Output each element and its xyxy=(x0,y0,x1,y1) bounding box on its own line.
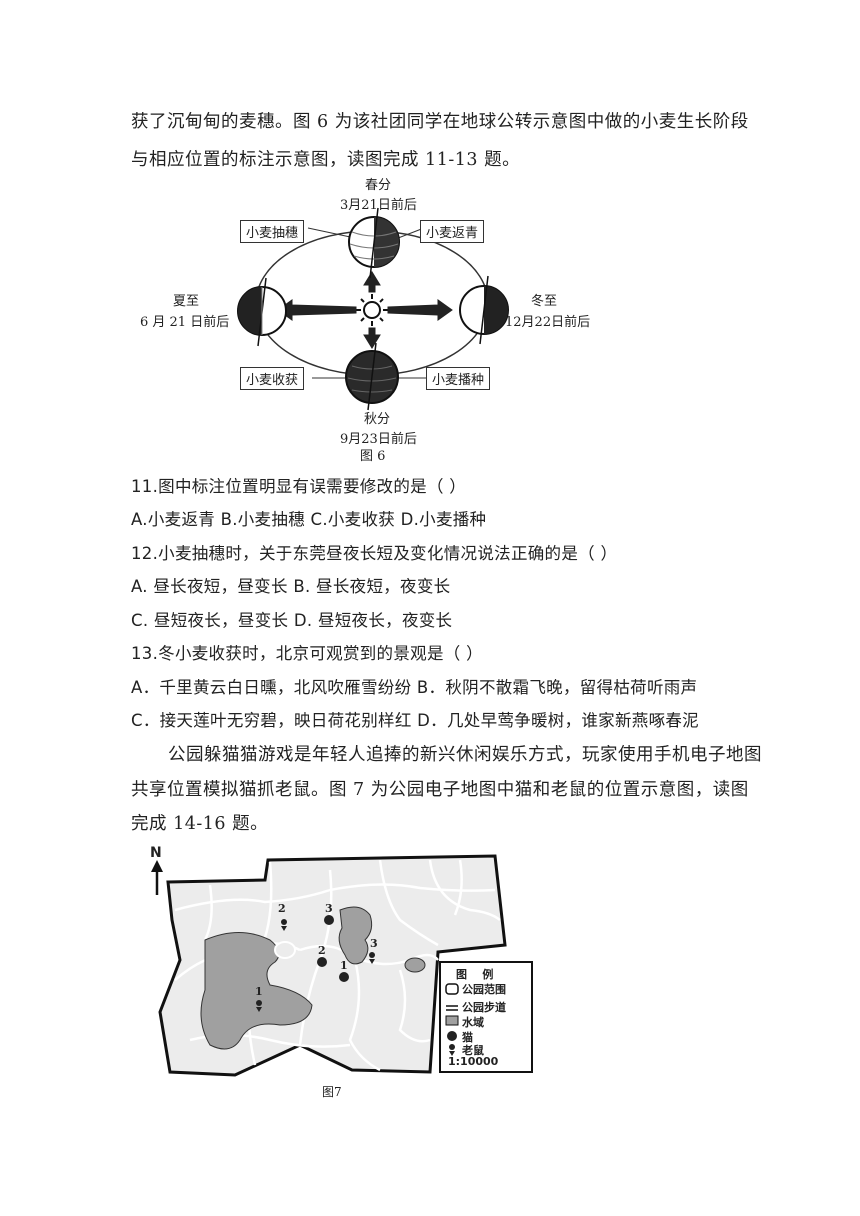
water-body-small xyxy=(338,906,373,965)
autumn-equinox-date: 9月23日前后 xyxy=(340,432,417,447)
legend-title: 图 例 xyxy=(456,968,494,981)
spring-equinox-name: 春分 xyxy=(365,178,392,193)
question-12-options-ab: A. 昼长夜短，昼变长 B. 昼长夜短，夜变长 xyxy=(131,577,451,596)
intro-line-2: 与相应位置的标注示意图，读图完成 11-13 题。 xyxy=(131,150,521,170)
question-13-options-ab: A．千里黄云白日曛，北风吹雁雪纷纷 B．秋阴不散霜飞晚，留得枯荷听雨声 xyxy=(131,678,698,697)
north-label: N xyxy=(150,845,162,861)
figure-7: N 2 3 2 3 1 1 图 例 公园范围 公园步道 水域 猫 老鼠 1:10… xyxy=(0,840,860,1110)
cat-label-1: 1 xyxy=(340,959,348,972)
legend-scale: 1:10000 xyxy=(448,1055,499,1068)
question-12-options-cd: C. 昼短夜长，昼变长 D. 昼短夜长，夜变长 xyxy=(131,611,453,630)
question-11: 11.图中标注位置明显有误需要修改的是（ ） xyxy=(131,477,467,496)
winter-solstice-name: 冬至 xyxy=(531,294,558,309)
earth-spring xyxy=(348,207,400,279)
legend-path: 公园步道 xyxy=(462,1001,506,1014)
park-map xyxy=(151,854,533,1077)
cat-label-2: 2 xyxy=(318,944,326,957)
cat-icon xyxy=(447,1031,457,1041)
cat-label-3: 3 xyxy=(325,902,333,915)
mouse-label-1: 1 xyxy=(255,985,263,998)
earth-summer xyxy=(237,277,287,347)
tag-wheat-sowing: 小麦播种 xyxy=(426,367,491,390)
north-arrow-icon xyxy=(151,860,163,895)
question-12: 12.小麦抽穗时，关于东莞昼夜长短及变化情况说法正确的是（ ） xyxy=(131,544,618,563)
question-13-options-cd: C．接天莲叶无穷碧，映日荷花别样红 D．几处早莺争暖树，谁家新燕啄春泥 xyxy=(131,711,699,730)
intro2-line-3: 完成 14-16 题。 xyxy=(131,814,269,834)
orbit-diagram xyxy=(237,207,509,411)
intro2-line-1: 公园躲猫猫游戏是年轻人追捧的新兴休闲娱乐方式，玩家使用手机电子地图 xyxy=(168,745,762,765)
autumn-equinox-name: 秋分 xyxy=(364,412,391,427)
cat-markers xyxy=(317,915,349,982)
figure-7-caption: 图7 xyxy=(322,1085,342,1099)
tag-wheat-heading: 小麦抽穗 xyxy=(240,220,305,243)
intro2-line-2: 共享位置模拟猫抓老鼠。图 7 为公园电子地图中猫和老鼠的位置示意图，读图 xyxy=(131,780,749,800)
summer-solstice-name: 夏至 xyxy=(173,294,200,309)
legend-boundary: 公园范围 xyxy=(462,983,506,996)
earth-autumn xyxy=(345,342,399,411)
water-body-large xyxy=(200,932,313,1050)
mouse-markers xyxy=(256,919,375,1012)
figure-6: 春分 3月21日前后 xyxy=(0,0,860,470)
sun-icon xyxy=(356,294,388,326)
winter-solstice-date: 12月22日前后 xyxy=(505,315,591,330)
tag-wheat-greening: 小麦返青 xyxy=(420,220,485,243)
legend-cat: 猫 xyxy=(462,1031,473,1044)
tag-wheat-harvest: 小麦收获 xyxy=(240,367,305,390)
legend-mouse: 老鼠 xyxy=(462,1044,484,1057)
earth-winter xyxy=(459,275,509,345)
intro-line-1: 获了沉甸甸的麦穗。图 6 为该社团同学在地球公转示意图中做的小麦生长阶段 xyxy=(131,112,749,132)
figure-6-caption: 图 6 xyxy=(360,449,386,464)
mouse-label-3: 3 xyxy=(370,937,378,950)
summer-solstice-date: 6 月 21 日前后 xyxy=(140,315,230,330)
mouse-label-2: 2 xyxy=(278,902,286,915)
question-13: 13.冬小麦收获时，北京可观赏到的景观是（ ） xyxy=(131,644,483,663)
mouse-icon xyxy=(449,1044,455,1056)
question-11-options: A.小麦返青 B.小麦抽穗 C.小麦收获 D.小麦播种 xyxy=(131,510,487,529)
spring-equinox-date: 3月21日前后 xyxy=(340,198,417,213)
legend-water: 水域 xyxy=(462,1016,484,1029)
sunlight-arrows xyxy=(277,271,453,349)
